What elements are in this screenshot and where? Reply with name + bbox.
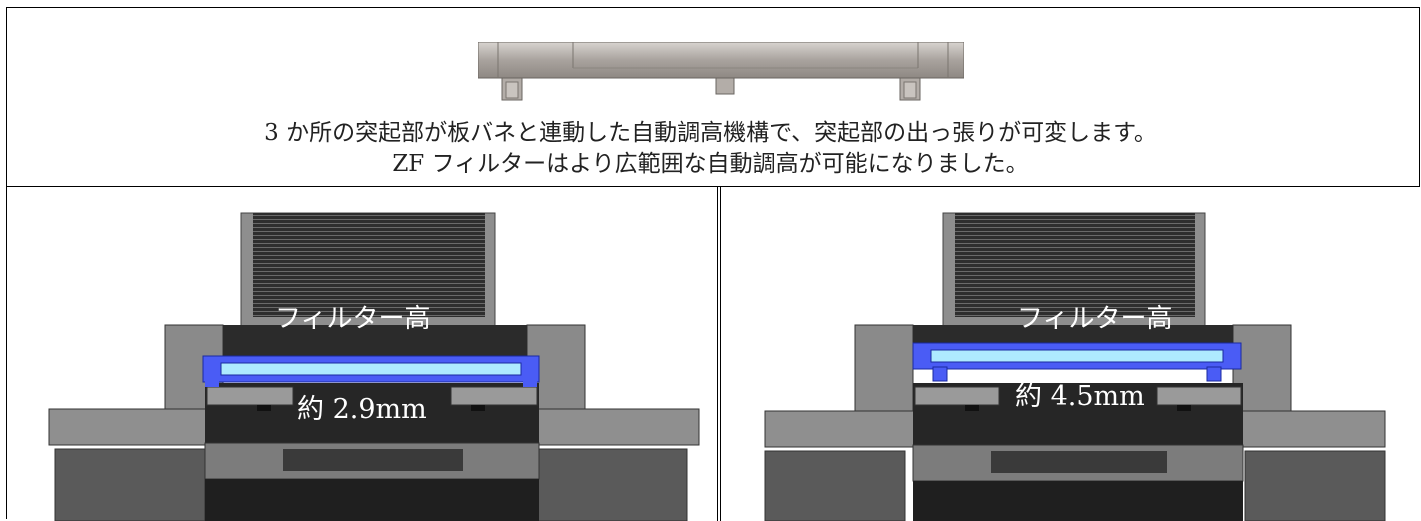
- spacer-part-illustration: [478, 42, 964, 101]
- filter-height-label-right: フィルター高: [1017, 304, 1173, 334]
- frame-top-border: [6, 7, 1419, 8]
- frame-divider-vertical: [717, 186, 718, 521]
- filter-height-label-left: フィルター高: [275, 304, 431, 334]
- cross-section-panel-right: フィルター高 約 4.5mm: [721, 187, 1421, 521]
- cross-section-drawing-right: [764, 212, 1386, 521]
- height-value-label-left: 約 2.9mm: [297, 394, 427, 425]
- height-value-label-right: 約 4.5mm: [1015, 381, 1145, 412]
- frame-right-border: [1419, 7, 1420, 187]
- frame-left-border: [6, 7, 7, 519]
- caption-line-1: 3 か所の突起部が板バネと連動した自動調高機構で、突起部の出っ張りが可変します。: [264, 120, 1157, 146]
- cross-section-drawing-left: [48, 212, 700, 521]
- cross-section-panel-left: フィルター高 約 2.9mm: [7, 187, 717, 521]
- frame-divider-horizontal: [6, 186, 1419, 187]
- frame-divider-vertical-2: [720, 186, 721, 521]
- caption-line-2: ZF フィルターはより広範囲な自動調高が可能になりました。: [392, 151, 1029, 177]
